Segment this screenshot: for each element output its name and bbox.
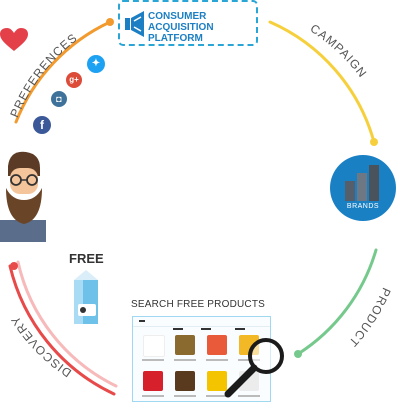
product-caption xyxy=(206,359,228,361)
product-thumb[interactable] xyxy=(175,371,195,391)
product-label: PRODUCT xyxy=(346,286,394,350)
platform-title-line1: CONSUMER xyxy=(148,11,207,22)
product-thumb[interactable] xyxy=(175,335,195,355)
product-thumb[interactable] xyxy=(207,335,227,355)
magnifier-icon xyxy=(224,338,284,398)
search-free-products-label: SEARCH FREE PRODUCTS xyxy=(131,299,266,310)
brands-label: BRANDS xyxy=(346,203,380,210)
platform-title-line2: ACQUISITION xyxy=(148,22,214,33)
discovery-arc-inner xyxy=(16,260,118,388)
product-caption xyxy=(174,359,196,361)
product-thumb[interactable] xyxy=(143,335,165,357)
heart-icon xyxy=(0,28,28,51)
preferences-arc-dot xyxy=(106,18,114,26)
grid-header-bar xyxy=(173,328,183,330)
product-grid-screen xyxy=(132,316,271,402)
platform-title-line3: PLATFORM xyxy=(148,33,203,44)
platform-box: CONSUMER ACQUISITION PLATFORM xyxy=(118,0,258,46)
campaign-arc xyxy=(268,20,376,144)
product-caption xyxy=(238,395,260,397)
product-caption xyxy=(142,395,164,397)
free-label: FREE xyxy=(69,251,104,266)
product-thumb[interactable] xyxy=(207,371,227,391)
grid-header-bar xyxy=(139,320,145,322)
milk-carton-icon xyxy=(74,270,98,324)
google-plus-icon: g+ xyxy=(66,72,82,88)
facebook-icon: f xyxy=(33,116,51,134)
megaphone-icon xyxy=(125,11,144,37)
brands-chart-icon xyxy=(345,165,379,201)
grid-header-bar xyxy=(235,328,245,330)
product-caption xyxy=(174,395,196,397)
grid-header-bar xyxy=(201,328,211,330)
discovery-arc-dot xyxy=(10,262,18,270)
brands-circle: BRANDS xyxy=(330,155,396,221)
product-caption xyxy=(142,359,164,361)
avatar-icon xyxy=(0,151,46,242)
instagram-icon: ◘ xyxy=(51,91,67,107)
product-thumb[interactable] xyxy=(143,371,163,391)
platform-title: CONSUMER ACQUISITION PLATFORM xyxy=(148,11,254,44)
discovery-arc-outer xyxy=(8,264,116,396)
twitter-icon: ✦ xyxy=(87,55,105,73)
product-caption xyxy=(206,395,228,397)
campaign-arc-dot xyxy=(370,138,378,146)
preferences-arc xyxy=(14,20,112,124)
product-arc-dot xyxy=(294,350,302,358)
screen-toolbar xyxy=(133,317,270,327)
product-arc xyxy=(296,248,378,356)
